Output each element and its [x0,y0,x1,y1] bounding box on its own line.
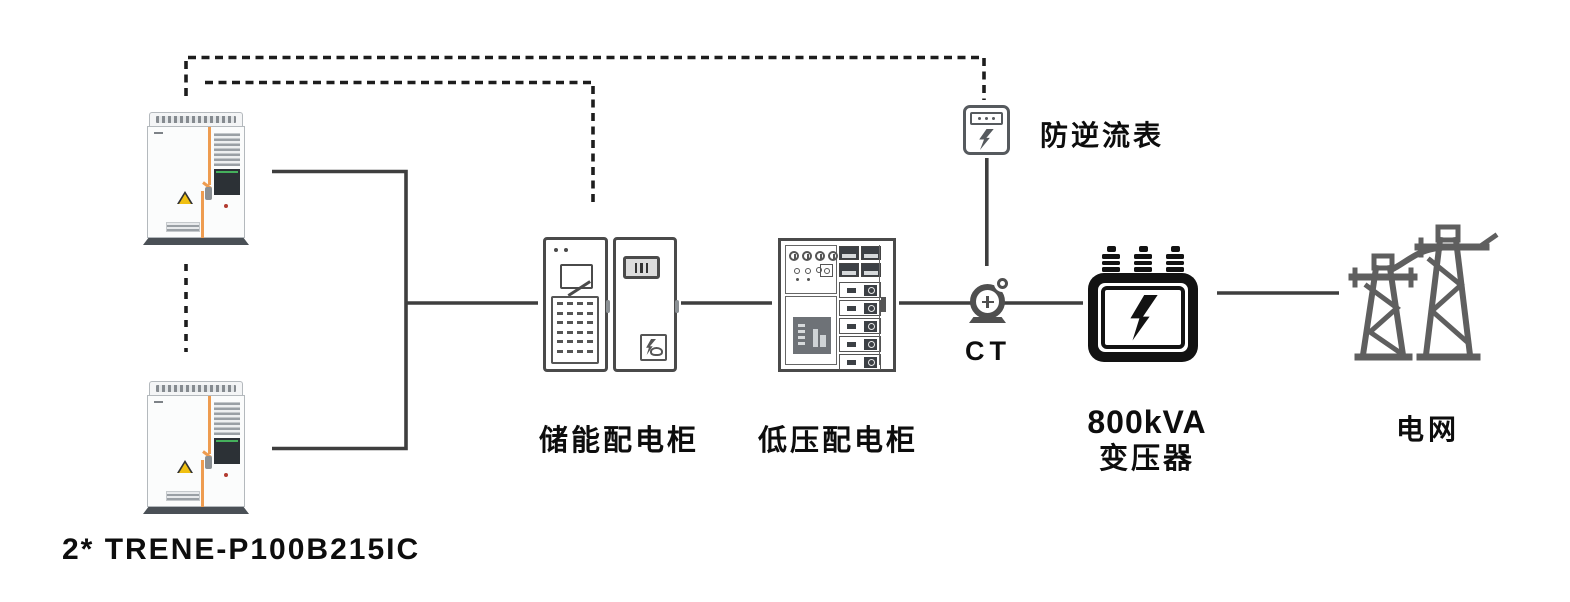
warning-triangle-icon [177,191,193,204]
ct-base [969,317,1006,323]
side-vent-grille [214,402,240,435]
side-vent-grille [214,133,240,166]
storage-distribution-cabinet-right-icon [613,237,679,372]
lightning-icon [1130,294,1158,341]
battery-cabinet-icon-2 [143,381,249,514]
grid-label: 电网 [1395,414,1460,445]
transformer-bushings [1088,246,1198,275]
lv-distribution-cabinet-icon [778,238,896,372]
orange-stripe [208,396,211,454]
transformer-icon [1088,246,1198,362]
door-handle [205,456,212,469]
control-screen [214,169,240,195]
ct-label: CT [965,336,1011,366]
bottom-grille [166,491,200,501]
lv-breaker-panel [785,296,837,365]
cabinet-base [143,507,249,514]
control-screen [214,438,240,464]
electric-hazard-icon [640,334,667,361]
meter-label: 防逆流表 [1039,120,1164,151]
lightning-icon [977,129,993,150]
dashed-battery-to-meter [184,55,986,100]
indicator-dots [554,248,558,252]
ct-crosshair [982,296,993,308]
emergency-button [224,473,228,477]
cabinet-top-vent [149,112,243,126]
storage-cabinet-label: 储能配电柜 [538,425,699,457]
storage-distribution-cabinet-icon [543,237,610,372]
power-towers-icon [1348,224,1499,361]
transformer-label: 800kVA 变压器 [1082,404,1212,478]
brand-mark [154,401,163,403]
main-breaker [793,317,831,354]
ct-terminal [997,278,1008,289]
lv-left-column [785,245,838,365]
orange-stripe [208,127,211,185]
door-handle [606,300,610,313]
door-handle [205,187,212,200]
warning-triangle-icon [177,460,193,473]
lv-button [820,264,833,277]
cabinet-body [147,395,245,508]
bottom-grille [166,222,200,232]
dashed-to-storage-cabinet [205,80,595,205]
lv-feeder-column [839,245,882,370]
lv-cabinet-label: 低压配电柜 [757,425,918,457]
cabinet-top-vent [149,381,243,395]
cabinet-base [143,238,249,245]
brand-mark [154,132,163,134]
cabinet-body [147,126,245,239]
display-panel [560,264,593,289]
orange-stripe-lower [201,191,204,239]
transformer-name: 变压器 [1098,443,1195,475]
anti-backflow-meter-icon [963,105,1010,155]
battery-label: 2* TRENE-P100B215IC [62,533,421,566]
vent-panel [551,296,599,364]
meter-display [970,112,1003,125]
line-battery-bus [272,169,408,451]
meter-window [623,256,660,279]
transformer-body [1088,273,1198,362]
door-handle [675,300,679,313]
transformer-rating: 800kVA [1087,404,1207,440]
lv-control-panel [785,245,838,294]
battery-cabinet-icon-1 [143,112,249,245]
lv-side-strip [879,245,890,365]
emergency-button [224,204,228,208]
orange-stripe-lower [201,460,204,508]
